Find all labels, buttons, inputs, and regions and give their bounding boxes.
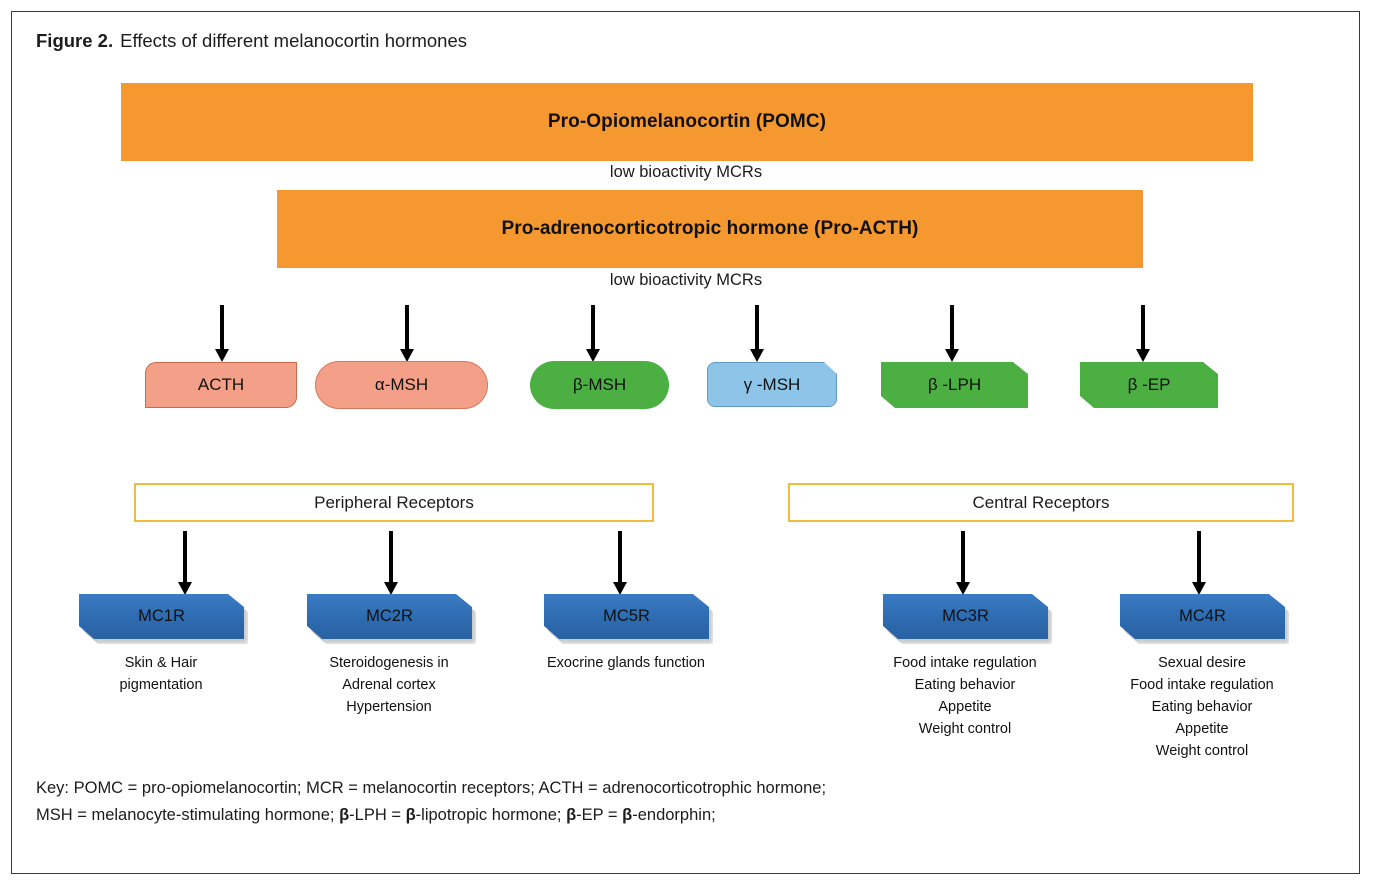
arrow-to-receptor-0 [175,531,195,595]
receptor-functions-mc2r: Steroidogenesis in Adrenal cortex Hypert… [329,655,449,716]
receptor-functions-mc3r: Food intake regulation Eating behavior A… [893,655,1037,738]
receptor-label: MC1R [138,607,185,625]
precursor-label: Pro-adrenocorticotropic hormone (Pro-ACT… [501,218,919,239]
receptor-group-central: Central Receptors [788,483,1294,522]
receptor-box-mc2r: MC2R [307,594,472,639]
hormone-label: β-MSH [572,375,627,394]
receptor-label: MC4R [1179,607,1226,625]
hormone-shape-gamma-msh: γ -MSH [707,362,837,407]
arrow-to-hormone-5 [1133,305,1153,362]
figure-title: Effects of different melanocortin hormon… [120,30,468,51]
receptor-box-mc5r: MC5R [544,594,709,639]
receptor-functions-mc5r: Exocrine glands function [547,655,705,671]
receptor-label: MC3R [942,607,989,625]
arrow-to-receptor-4 [1189,531,1209,595]
receptor-functions-mc4r: Sexual desire Food intake regulation Eat… [1130,655,1274,760]
receptor-box-mc1r: MC1R [79,594,244,639]
arrow-to-hormone-0 [212,305,232,362]
key-beta-symbol: β [405,805,416,824]
receptor-box-mc4r: MC4R [1120,594,1285,639]
connector-label-2: low bioactivity MCRs [609,271,763,289]
key-seg: MSH = melanocyte-stimulating hormone; [36,805,340,824]
key-seg: -LPH = [349,805,406,824]
key-beta-symbol: β [339,805,350,824]
arrow-to-hormone-1 [397,305,417,362]
arrow-to-receptor-2 [610,531,630,595]
connector-label-1: low bioactivity MCRs [609,163,763,181]
receptor-label: MC5R [603,607,650,625]
hormone-label: ACTH [197,375,245,394]
hormone-label: γ -MSH [743,374,801,394]
precursor-box-pro-acth: Pro-adrenocorticotropic hormone (Pro-ACT… [277,190,1143,268]
receptor-group-label: Peripheral Receptors [314,492,474,512]
receptor-label: MC2R [366,607,413,625]
receptor-functions-mc1r: Skin & Hair pigmentation [119,655,203,694]
receptor-group-peripheral: Peripheral Receptors [134,483,654,522]
key-seg: -lipotropic hormone; [415,805,567,824]
hormone-shape-alpha-msh: α-MSH [315,361,488,409]
precursor-label: Pro-Opiomelanocortin (POMC) [547,111,827,132]
hormone-shape-beta-lph: β -LPH [881,362,1028,408]
arrow-to-receptor-3 [953,531,973,595]
hormone-shape-beta-msh: β-MSH [530,361,669,409]
key-seg: -EP = [576,805,623,824]
key-line-1: Key: POMC = pro-opiomelanocortin; MCR = … [36,779,827,797]
receptor-box-mc3r: MC3R [883,594,1048,639]
hormone-label: β -EP [1127,375,1171,394]
arrow-to-receptor-1 [381,531,401,595]
key-seg: -endorphin; [632,805,716,824]
key-beta-symbol: β [566,805,577,824]
hormone-label: β -LPH [927,375,982,394]
arrow-to-hormone-2 [583,305,603,362]
figure-key: Key: POMC = pro-opiomelanocortin; MCR = … [36,775,1296,828]
arrow-to-hormone-4 [942,305,962,362]
hormone-label: α-MSH [374,375,429,394]
arrow-to-hormone-3 [747,305,767,362]
key-line-2: MSH = melanocyte-stimulating hormone; β-… [36,802,1296,829]
precursor-box-pomc: Pro-Opiomelanocortin (POMC) [121,83,1253,161]
receptor-group-label: Central Receptors [972,492,1110,512]
hormone-shape-acth: ACTH [145,362,297,408]
figure-caption: Figure 2. Effects of different melanocort… [36,30,467,52]
key-beta-symbol: β [622,805,633,824]
figure-number: Figure 2. [36,30,114,51]
hormone-shape-beta-ep: β -EP [1080,362,1218,408]
